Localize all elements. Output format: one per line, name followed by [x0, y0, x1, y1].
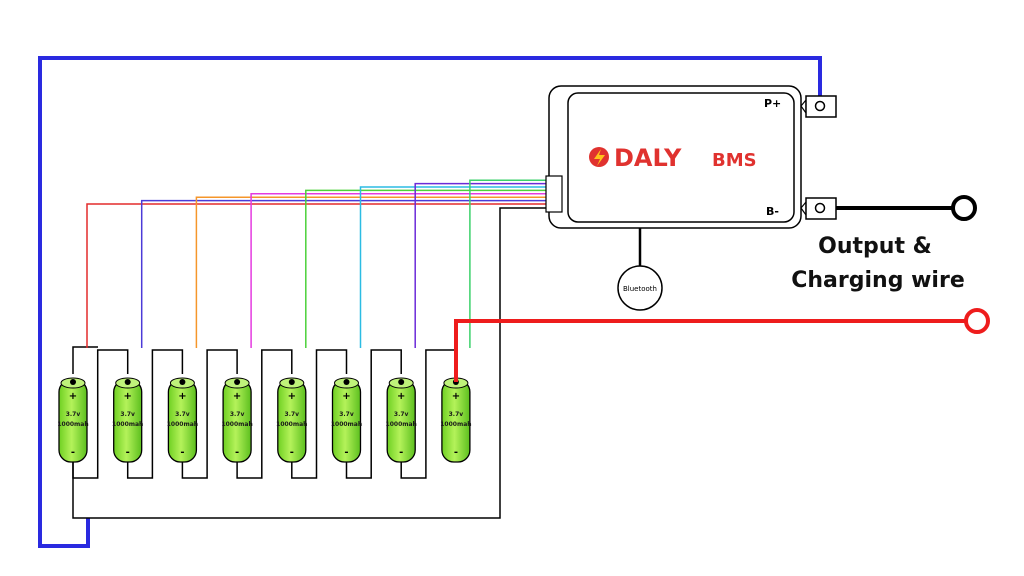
cell-terminal [398, 379, 405, 385]
battery-cell: +3.7v 1000mah - [221, 377, 253, 463]
cell-plus-label: + [342, 391, 350, 402]
bms-board: DALY BMS P+ B- [545, 85, 802, 229]
series-link [236, 349, 293, 479]
cell-terminal [288, 379, 295, 385]
bluetooth-module[interactable] [617, 265, 663, 311]
cell-terminal [343, 379, 350, 385]
b-minus-terminal[interactable] [800, 197, 837, 220]
series-link [72, 346, 98, 374]
cell-plus-label: + [124, 391, 132, 402]
cell-capacity: 1000mah [57, 421, 88, 428]
cell-voltage: 3.7v [449, 411, 464, 418]
cell-minus-label: - [399, 447, 403, 458]
cell-voltage: 3.7v [230, 411, 245, 418]
bms-brand-suffix: BMS [712, 150, 757, 171]
red-output-terminal[interactable] [964, 308, 990, 334]
cell-voltage: 3.7v [175, 411, 190, 418]
cell-minus-label: - [180, 447, 184, 458]
balance-wire [86, 203, 548, 348]
battery-cells: +3.7v1000mah-+3.7v1000mah-+3.7v1000mah-+… [57, 377, 472, 463]
cell-plus-label: + [69, 391, 77, 402]
balance-wire [250, 193, 548, 348]
cell-terminal [124, 379, 131, 385]
cell-voltage: 3.7v [66, 411, 81, 418]
output-label-line2: Charging wire [791, 268, 965, 293]
cell-voltage: 3.7v [120, 411, 135, 418]
cell-capacity: 1000mah [331, 421, 362, 428]
cell-terminal [234, 379, 241, 385]
balance-wire [469, 179, 548, 348]
cell-plus-label: + [178, 391, 186, 402]
output-label-line1: Output & [818, 234, 932, 259]
cell-minus-label: - [71, 447, 75, 458]
cell-capacity: 1000mah [221, 421, 252, 428]
battery-cell: +3.7v 1000mah - [167, 377, 198, 463]
cell-plus-label: + [452, 391, 460, 402]
series-connection-wires [72, 346, 457, 479]
cell-plus-label: + [288, 391, 296, 402]
cell-capacity: 1000mah [386, 421, 417, 428]
balance-wire [305, 189, 548, 348]
balance-wire [359, 186, 548, 348]
cell-voltage: 3.7v [339, 411, 354, 418]
battery-cell: +3.7v 1000mah - [57, 377, 89, 463]
series-link [72, 349, 129, 479]
cell-capacity: 1000mah [276, 421, 307, 428]
cell-plus-label: + [233, 391, 241, 402]
blue-p-plus-wire [38, 56, 822, 548]
series-link [181, 349, 238, 479]
cell-minus-label: - [235, 447, 239, 458]
cell-capacity: 1000mah [112, 421, 143, 428]
battery-cell: +3.7v 1000mah - [276, 377, 307, 463]
series-link [126, 349, 184, 479]
cell-voltage: 3.7v [285, 411, 300, 418]
cell-plus-label: + [397, 391, 405, 402]
black-output-terminal[interactable] [951, 195, 977, 221]
p-plus-label: P+ [764, 97, 781, 110]
series-link [291, 349, 348, 479]
red-output-wire [454, 319, 966, 382]
balance-wire [140, 199, 548, 348]
bms-brand-name: DALY [614, 144, 682, 172]
cell-capacity: 1000mah [440, 421, 471, 428]
battery-cell: +3.7v 1000mah - [331, 377, 362, 463]
bluetooth-label: Bluetooth [623, 285, 657, 293]
balance-wire [195, 196, 548, 348]
pack-negative-wire [72, 207, 552, 519]
cell-terminal [179, 379, 186, 385]
balance-connector [545, 175, 563, 213]
cell-minus-label: - [454, 447, 458, 458]
cell-voltage: 3.7v [394, 411, 409, 418]
balance-wires [86, 179, 548, 348]
p-plus-terminal[interactable] [800, 95, 837, 118]
balance-wire [414, 182, 548, 348]
series-link [345, 349, 402, 479]
cell-capacity: 1000mah [167, 421, 198, 428]
cell-minus-label: - [126, 447, 130, 458]
b-minus-label: B- [766, 205, 779, 218]
cell-minus-label: - [290, 447, 294, 458]
cell-terminal [70, 379, 76, 385]
cell-minus-label: - [344, 447, 348, 458]
battery-cell: +3.7v 1000mah - [112, 377, 143, 463]
battery-cell: +3.7v 1000mah - [440, 377, 472, 463]
daly-logo-icon [589, 147, 609, 167]
battery-cell: +3.7v 1000mah - [386, 377, 417, 463]
